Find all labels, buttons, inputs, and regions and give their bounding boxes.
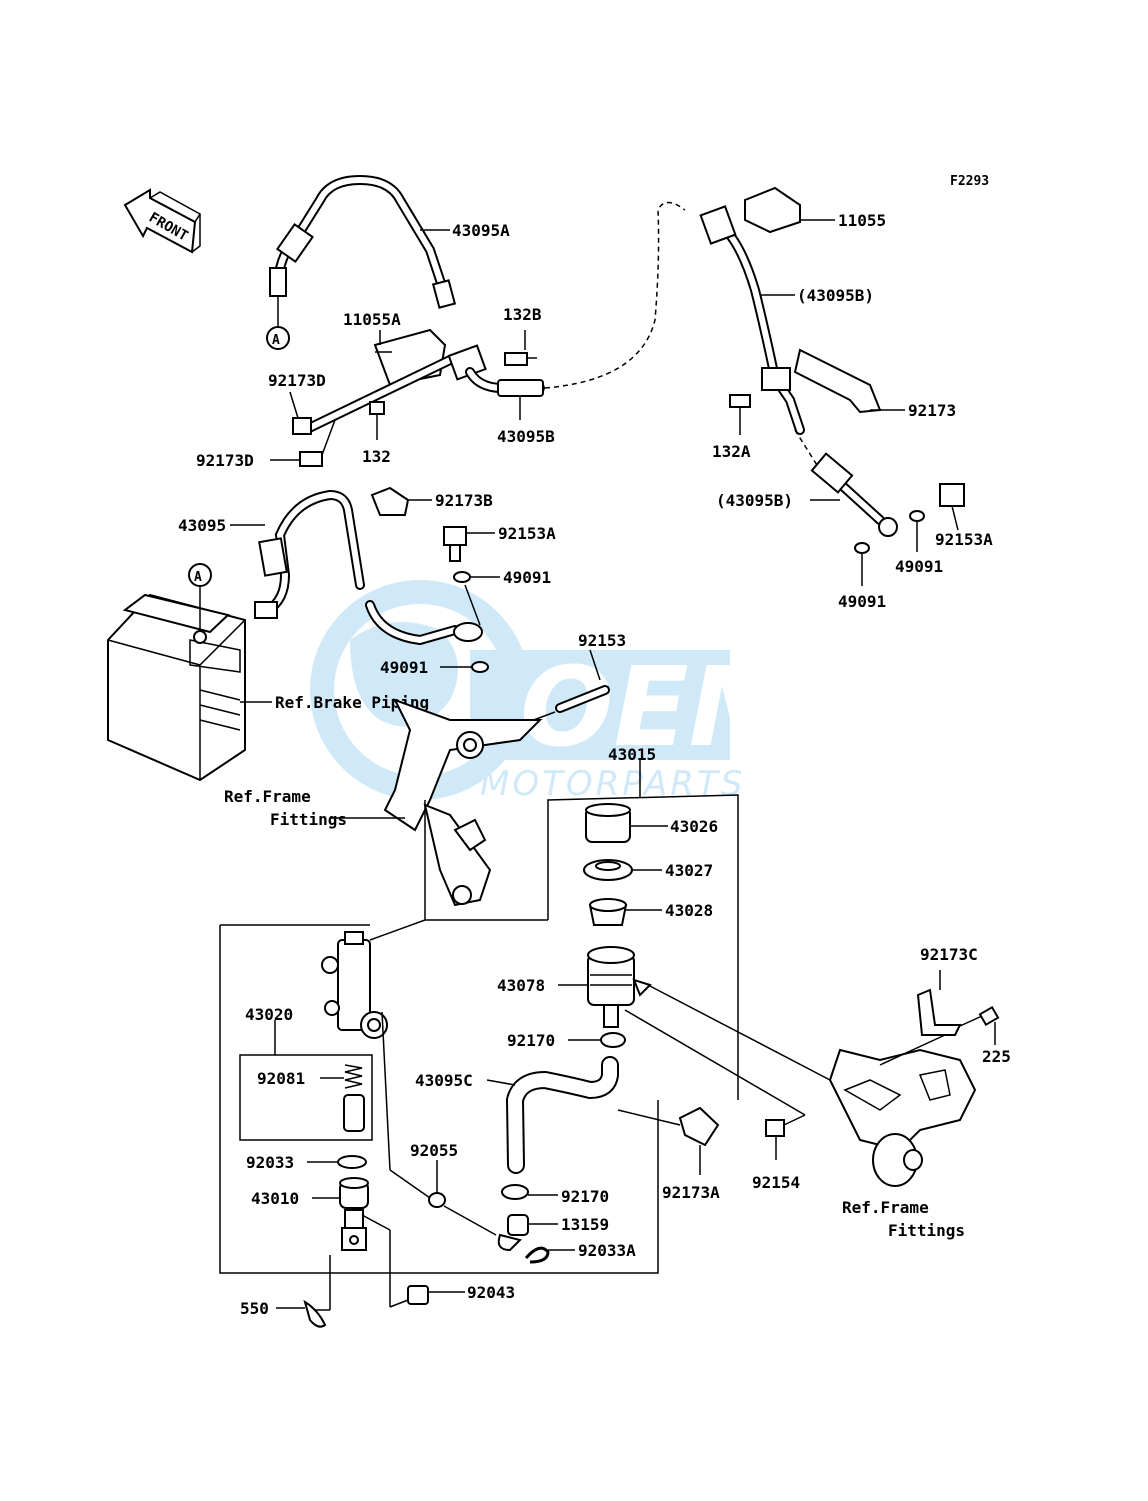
label-43095B-bot: (43095B) (716, 491, 793, 510)
cap-43026 (585, 803, 631, 843)
label-43095C: 43095C (415, 1071, 473, 1090)
bracket-92173 (793, 348, 882, 414)
label-43020: 43020 (245, 1005, 293, 1024)
label-92153A: 92153A (498, 524, 556, 543)
bolt-132 (369, 401, 385, 415)
cotter-pin-550 (303, 1299, 327, 1328)
clip-92173A (678, 1106, 720, 1147)
watermark-sub: MOTORPARTS (480, 764, 745, 804)
label-49091-a: 49091 (503, 568, 551, 587)
label-92043: 92043 (467, 1283, 515, 1302)
label-49091-right-b: 49091 (838, 592, 886, 611)
label-92033: 92033 (246, 1153, 294, 1172)
figure-code: F2293 (950, 174, 989, 189)
abs-unit (107, 593, 246, 782)
bolt-225 (978, 1005, 1000, 1027)
label-43095B: 43095B (497, 427, 555, 446)
label-92173D-a: 92173D (268, 371, 326, 390)
clip-92173D-b (299, 451, 323, 467)
oring-92055 (428, 1192, 446, 1208)
label-43015: 43015 (608, 745, 656, 764)
ref-brake-piping: Ref.Brake Piping (275, 693, 429, 712)
label-43095A: 43095A (452, 221, 510, 240)
ref-frame-right-1: Ref.Frame (842, 1198, 929, 1217)
label-92081: 92081 (257, 1069, 305, 1088)
circlip-92033 (337, 1155, 367, 1169)
label-92170-b: 92170 (561, 1187, 609, 1206)
label-132B: 132B (503, 305, 542, 324)
clamp-92170-a (600, 1032, 626, 1048)
label-92173: 92173 (908, 401, 956, 420)
ref-frame-right-2: Fittings (888, 1221, 965, 1240)
label-92153: 92153 (578, 631, 626, 650)
bracket-92173C (916, 988, 962, 1036)
hose-route (544, 201, 686, 389)
label-132: 132 (362, 447, 391, 466)
front-arrow-icon: FRONT (123, 188, 202, 254)
label-92173A: 92173A (662, 1183, 720, 1202)
clip-92173B (370, 486, 410, 516)
clip-92173D-a (292, 417, 312, 435)
label-43095B-top: (43095B) (797, 286, 874, 305)
clamp-92170-b (501, 1184, 529, 1200)
label-11055A: 11055A (343, 310, 401, 329)
label-132A: 132A (712, 442, 751, 461)
watermark-logo: OEM MOTORPARTS (310, 580, 798, 804)
label-11055: 11055 (838, 211, 886, 230)
master-cylinder-43020 (321, 931, 388, 1039)
label-92170-a: 92170 (507, 1031, 555, 1050)
fitting-13159 (497, 1214, 529, 1252)
label-43028: 43028 (665, 901, 713, 920)
point-a-marker (266, 326, 290, 350)
bolt-92154 (765, 1119, 785, 1137)
label-92173D-b: 92173D (196, 451, 254, 470)
label-13159: 13159 (561, 1215, 609, 1234)
bolt-132A (729, 394, 751, 408)
ref-frame-left-1: Ref.Frame (224, 787, 311, 806)
label-92055: 92055 (410, 1141, 458, 1160)
label-43095: 43095 (178, 516, 226, 535)
label-92173B: 92173B (435, 491, 493, 510)
label-92154: 92154 (752, 1173, 800, 1192)
label-92173C: 92173C (920, 945, 978, 964)
label-225: 225 (982, 1047, 1011, 1066)
pushrod-43010 (339, 1177, 369, 1251)
label-43027: 43027 (665, 861, 713, 880)
point-a-top: A (272, 333, 280, 348)
point-a-abs: A (194, 570, 202, 585)
ref-frame-left-2: Fittings (270, 810, 347, 829)
label-43010: 43010 (251, 1189, 299, 1208)
circlip-92033A (524, 1246, 550, 1264)
label-43026: 43026 (670, 817, 718, 836)
clamp-11055 (744, 186, 801, 234)
right-frame-fitting (828, 1048, 977, 1187)
spring-92081 (343, 1064, 365, 1132)
pin-92043 (407, 1285, 429, 1305)
group-box-43020 (239, 1054, 373, 1141)
brake-pedal-bracket (383, 698, 543, 907)
label-92033A: 92033A (578, 1241, 636, 1260)
label-49091-right-a: 49091 (895, 557, 943, 576)
bolt-92153A-right (939, 483, 965, 507)
label-550: 550 (240, 1299, 269, 1318)
label-49091-b: 49091 (380, 658, 428, 677)
reservoir-43078 (587, 946, 652, 1028)
label-92153A-right: 92153A (935, 530, 993, 549)
bolt-92153A (443, 526, 467, 546)
bolt-132B (504, 352, 528, 366)
label-43078: 43078 (497, 976, 545, 995)
